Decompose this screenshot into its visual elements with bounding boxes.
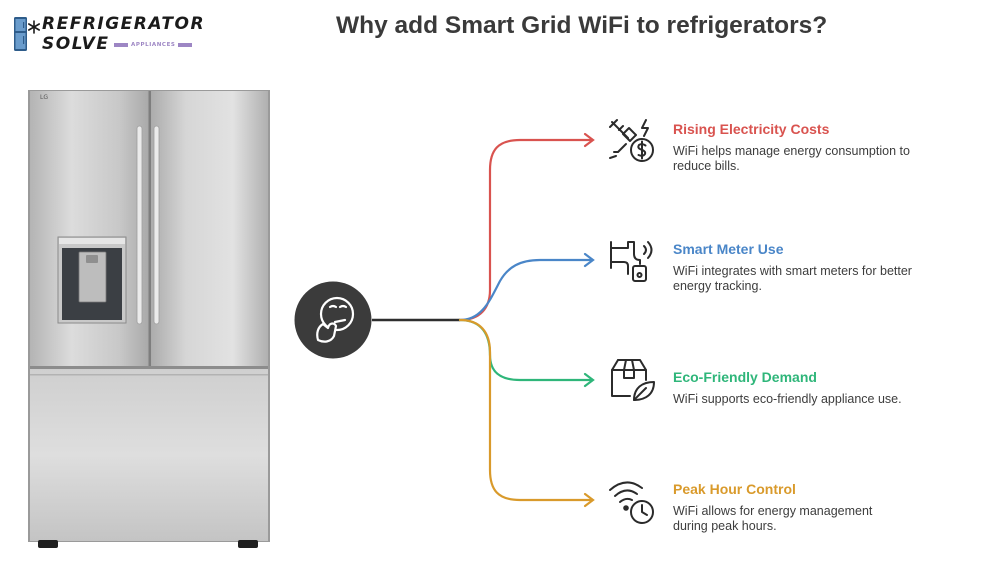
item-desc-peak-hour-control: WiFi allows for energy management during… <box>673 504 873 533</box>
brand-logo: REFRIGERATOR SOLVE APPLIANCES <box>12 14 212 58</box>
tagline-bar-right <box>178 42 193 47</box>
smart-meter-faucet-icon <box>610 241 653 282</box>
item-desc-smart-meter-use: WiFi integrates with smart meters for be… <box>673 264 912 293</box>
item-title-eco-friendly-demand: Eco-Friendly Demand <box>673 369 817 385</box>
item-title-rising-electricity-costs: Rising Electricity Costs <box>673 121 830 137</box>
brand-name-line2: SOLVE <box>42 34 110 54</box>
plug-dollar-icon <box>609 119 654 162</box>
connector-rising-electricity-costs <box>458 138 594 322</box>
brand-tagline-text: APPLIANCES <box>131 41 176 48</box>
page-title: Why add Smart Grid WiFi to refrigerators… <box>336 12 828 39</box>
connector-arrow-peak-hour-control <box>583 492 595 508</box>
item-title-smart-meter-use: Smart Meter Use <box>673 241 784 257</box>
thinking-face-icon <box>294 281 372 359</box>
brand-name-line1: REFRIGERATOR <box>42 14 206 34</box>
item-desc-rising-electricity-costs: WiFi helps manage energy consumption to … <box>673 144 910 173</box>
connector-arrow-rising-electricity-costs <box>583 132 595 148</box>
connector-eco-friendly-demand <box>458 318 594 382</box>
connector-arrow-smart-meter-use <box>583 252 595 268</box>
tagline-bar-left <box>114 42 128 47</box>
brand-tagline: APPLIANCES <box>114 41 202 48</box>
fridge-snowflake-icon <box>14 17 41 51</box>
wifi-clock-icon <box>609 481 654 524</box>
connector-arrow-eco-friendly-demand <box>583 372 595 388</box>
connector-peak-hour-control <box>458 318 594 502</box>
refrigerator-illustration: LG <box>28 90 270 548</box>
item-desc-eco-friendly-demand: WiFi supports eco-friendly appliance use… <box>673 392 902 406</box>
connector-smart-meter-use <box>458 258 594 322</box>
svg-text:LG: LG <box>40 94 48 101</box>
item-title-peak-hour-control: Peak Hour Control <box>673 481 796 497</box>
eco-box-leaf-icon <box>611 359 655 401</box>
